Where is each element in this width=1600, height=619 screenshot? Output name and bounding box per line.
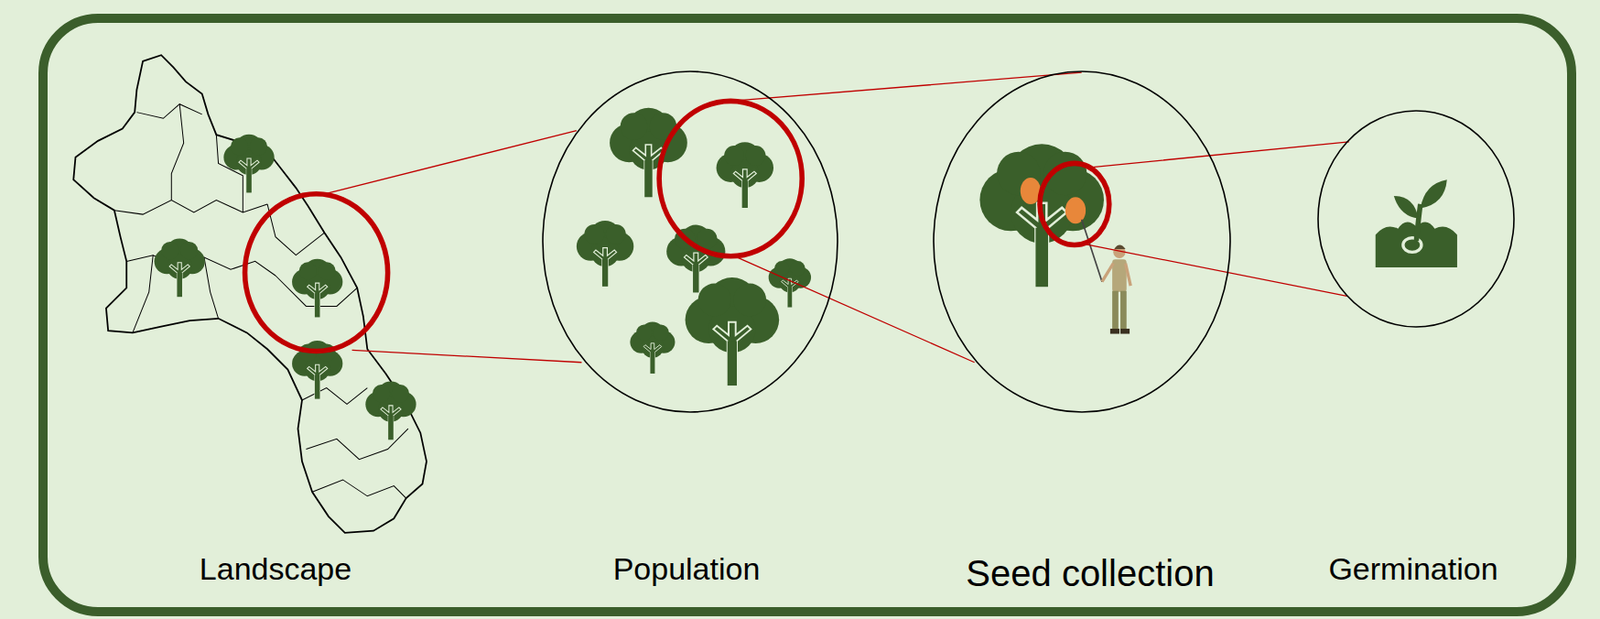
trees — [154, 108, 1104, 440]
stage-label: Germination — [1328, 551, 1498, 586]
germination-circle: Germination — [1317, 109, 1515, 328]
zoom-line — [730, 72, 1082, 363]
ellipse-outline — [541, 70, 839, 413]
population-circle: Population — [541, 70, 839, 413]
acorns — [1020, 177, 1086, 224]
landscape-map: Landscape — [64, 45, 449, 541]
map — [73, 54, 427, 533]
stage-label: Landscape — [199, 551, 352, 586]
panel — [43, 18, 1572, 612]
ellipse-outline — [1317, 109, 1515, 328]
stage-label: Seed collection — [965, 552, 1214, 594]
zoom-circles — [245, 100, 1110, 351]
seed-collection-circle: Seed collection — [932, 70, 1232, 413]
collector-figure — [1081, 219, 1132, 335]
stage-label: Population — [613, 551, 761, 586]
zoom-line — [1083, 141, 1350, 296]
seedling-icon — [1375, 179, 1458, 268]
ellipse-outline — [932, 70, 1232, 413]
